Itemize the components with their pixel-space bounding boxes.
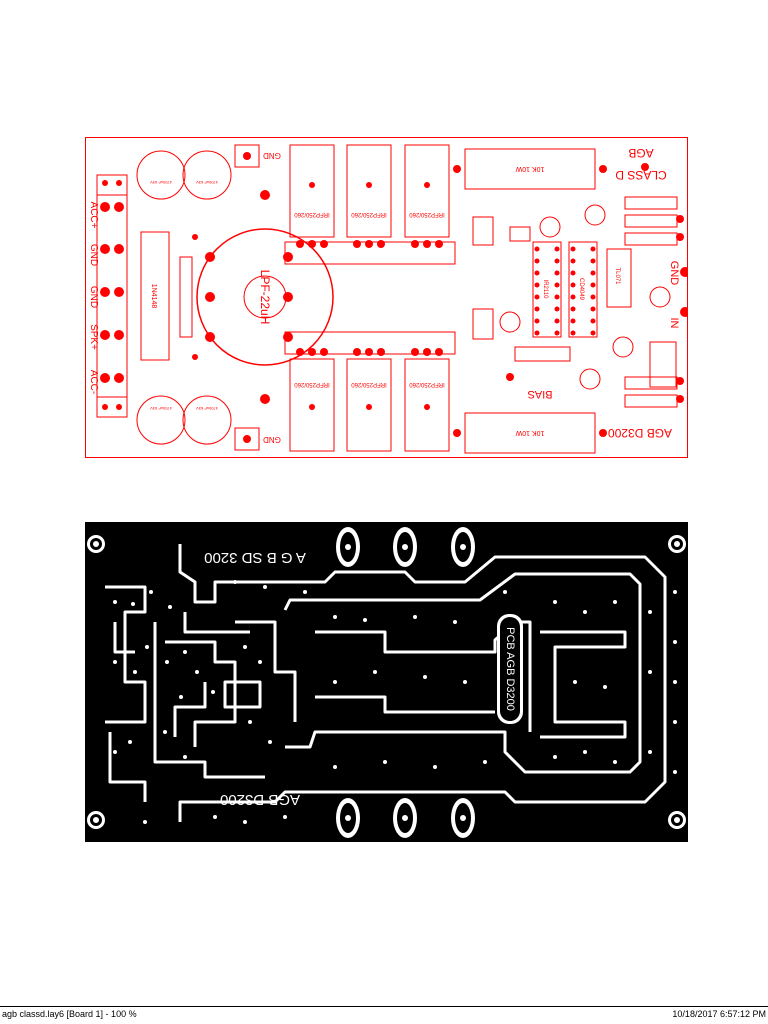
mosfet-q6 <box>404 358 450 452</box>
ic-small-label: TL071 <box>614 267 620 285</box>
resistor-bias <box>514 346 571 362</box>
title-agb: AGB <box>628 146 653 160</box>
inductor-pads <box>205 190 293 404</box>
fuse-bottom <box>96 396 128 418</box>
gnd-top-label: GND <box>263 151 281 160</box>
mosfet-q1-label: IRFP250/260 <box>294 211 330 217</box>
copper-fill <box>85 522 688 842</box>
inductor-label: LPF-22uH <box>258 270 272 325</box>
resistor-group <box>649 341 677 388</box>
gnd-bottom-pad <box>234 427 260 451</box>
gnd-top-pad <box>234 144 260 168</box>
resistor-r-bottom <box>464 412 596 454</box>
mosfet-q2 <box>346 144 392 238</box>
cap-small-3 <box>584 204 606 226</box>
ic-pads <box>534 246 596 336</box>
mosfet-q5-label: IRFP250/260 <box>351 381 387 387</box>
terminal-block <box>96 194 128 398</box>
cap-small-1 <box>499 311 521 333</box>
resistor-r10 <box>624 196 678 210</box>
cap4-label: 4700uF 63V <box>196 406 218 411</box>
copper-label-pcb: PCB AGB D3200 <box>504 627 516 711</box>
resistor-r-top <box>464 148 596 190</box>
isolation-traces <box>105 544 667 822</box>
resistor-r12 <box>624 232 678 246</box>
mosfet-q5 <box>346 358 392 452</box>
ic-cd4049 <box>568 241 598 338</box>
cap-c2 <box>182 150 232 200</box>
copper-label-d3200: AGB D3200 <box>220 791 300 808</box>
resistor-bottom-label: 10K 10W <box>515 429 544 436</box>
cap1-label: 4700uF 63V <box>150 180 172 185</box>
diode-column <box>140 231 170 361</box>
pcb-bottom-copper: A G B SD 3200 AGB D3200 PCB AGB D3200 <box>85 522 688 842</box>
conn-label-gnd-1: GND <box>88 244 99 266</box>
resistor-pads <box>243 152 607 443</box>
cap-c1 <box>136 150 186 200</box>
resistor-column <box>179 256 193 338</box>
copper-label-sd3200: A G B SD 3200 <box>204 549 306 566</box>
ic-left-label: IR2110 <box>542 280 548 300</box>
conn-label-gnd-2: GND <box>88 286 99 308</box>
vias <box>113 580 677 824</box>
board-outline <box>85 137 688 458</box>
mosfet-q4-label: IRFP250/260 <box>294 381 330 387</box>
inductor-ring <box>196 228 334 366</box>
resistor-top-label: 10K 10W <box>515 165 544 172</box>
ic-right-label: CD4049 <box>578 278 584 301</box>
model-label: AGB D3200 <box>608 426 672 440</box>
misc-pads <box>192 163 688 403</box>
mosfet-q4 <box>289 358 335 452</box>
pcb-top-silkscreen: AGB CLASS D AGB D3200 LPF-22uH BIAS IN G… <box>85 137 688 458</box>
ic-tl071 <box>606 248 632 308</box>
cap-small-5 <box>649 286 671 308</box>
status-right: 10/18/2017 6:57:12 PM <box>672 1008 766 1019</box>
mosfet-pads <box>296 182 443 410</box>
diode-label: 1N4148 <box>150 284 157 309</box>
cap-small-4 <box>612 336 634 358</box>
fuse-top <box>96 174 128 196</box>
gnd-in-label: GND <box>668 261 680 286</box>
cap2-label: 4700uF 63V <box>196 180 218 185</box>
in-label: IN <box>668 318 680 329</box>
conn-label-acc-minus: ACC- <box>88 370 99 394</box>
status-bar: agb classd.lay6 [Board 1] - 100 % 10/18/… <box>0 1006 768 1020</box>
resistor-r11 <box>624 214 678 228</box>
mounting-holes <box>87 535 686 829</box>
terminal-pads <box>100 180 124 410</box>
trimmer-1 <box>472 216 494 246</box>
mosfet-mount-pads <box>336 527 475 838</box>
mosfet-q1 <box>289 144 335 238</box>
mosfet-q2-label: IRFP250/260 <box>351 211 387 217</box>
status-left: agb classd.lay6 [Board 1] - 100 % <box>2 1008 137 1019</box>
cap-small-6 <box>579 368 601 390</box>
mosfet-q6-label: IRFP250/260 <box>409 381 445 387</box>
resistor-r14 <box>624 394 678 408</box>
cap-small-2 <box>539 216 561 238</box>
conn-label-acc-plus: ACC+ <box>88 202 99 229</box>
diode-d1 <box>509 226 531 242</box>
title-class-d: CLASS D <box>615 168 667 182</box>
gnd-bottom-label: GND <box>263 435 281 444</box>
cap3-label: 4700uF 63V <box>150 406 172 411</box>
mosfet-q3-label: IRFP250/260 <box>409 211 445 217</box>
cap-c3 <box>136 395 186 445</box>
conn-label-spk-plus: SPK+ <box>88 324 99 350</box>
copper-label-vertical-box: PCB AGB D3200 <box>497 614 523 724</box>
trimmer-2 <box>472 308 494 340</box>
bias-label: BIAS <box>527 388 552 400</box>
ic-ir2110 <box>532 241 562 338</box>
mosfet-q3 <box>404 144 450 238</box>
cap-c4 <box>182 395 232 445</box>
